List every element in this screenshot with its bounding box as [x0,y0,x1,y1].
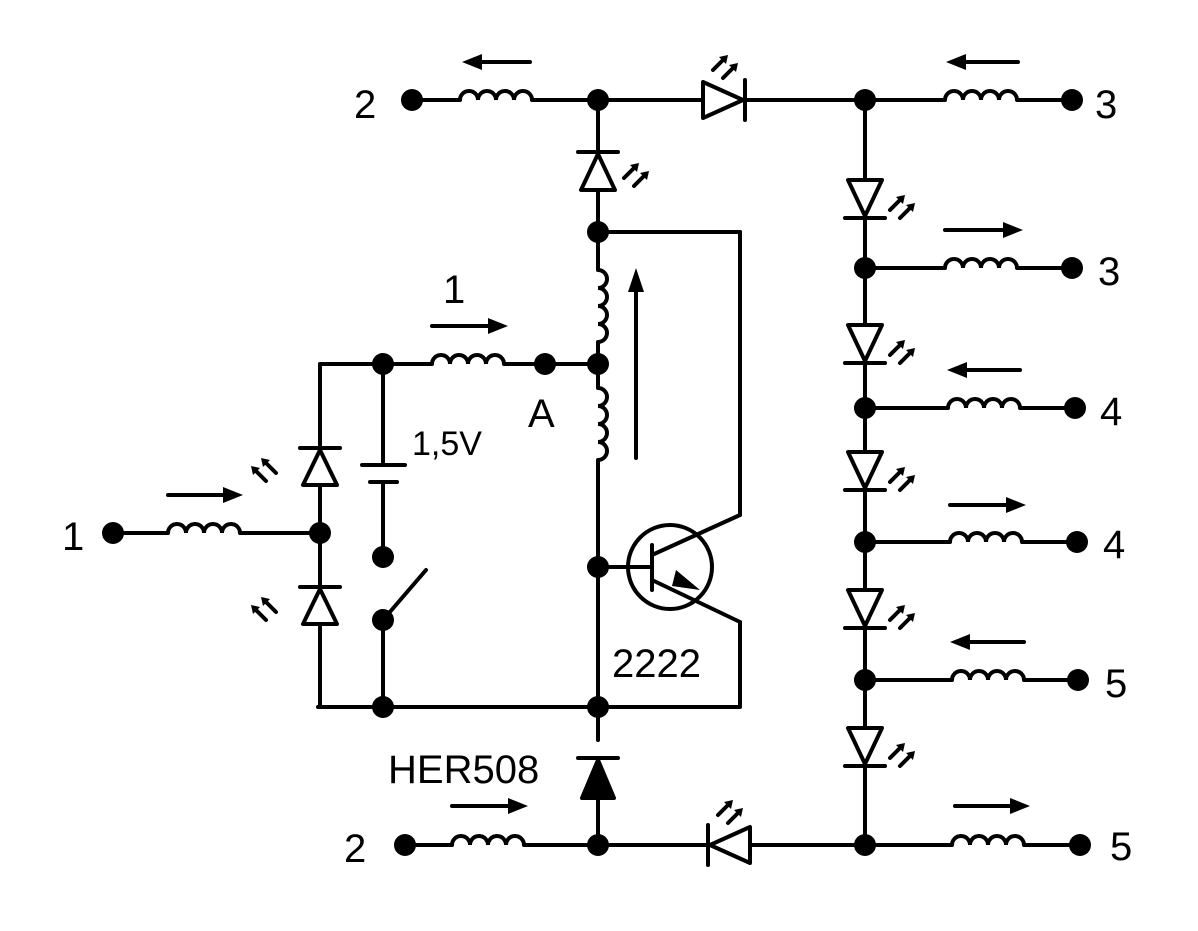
input-section [111,318,600,709]
transformer-lower-winding [596,386,609,462]
arrow-right-icon [1010,798,1030,814]
arrow-left-icon [462,54,482,70]
terminal-dot [1069,834,1091,856]
top-right-coil [943,89,1019,102]
arrow-right-icon [508,798,528,814]
arrow-right-icon [1006,497,1026,513]
led-right-1 [843,178,917,220]
transistor-2222 [596,513,742,707]
arrow-left-icon [950,634,970,650]
winding-label-1: 1 [443,268,465,312]
right-led-string [843,98,1080,847]
top-left-coil [458,89,534,102]
switch [381,568,428,709]
terminal-dot [1067,669,1089,691]
node-label-a: A [528,392,555,436]
tap-4a-coil [946,397,1022,410]
terminal-dot [1066,531,1088,553]
arrow-right-icon [488,318,508,334]
top-rail [410,53,1074,122]
transistor-label: 2222 [612,642,701,686]
tap-4b-coil [948,531,1024,544]
terminal-label-4-second: 4 [1103,523,1125,567]
terminal-dot [102,522,124,544]
bottom-right-coil [950,834,1026,847]
arrow-right-icon [1003,222,1023,238]
led-centre [576,150,651,192]
led-right-5 [843,726,917,768]
terminal-label-2-bottom: 2 [344,827,366,871]
labels: 2 3 3 4 4 5 5 1 2 1 A 1,5V 2222 HER508 [62,83,1132,871]
winding-1-coil [430,353,506,366]
led-left-upper [249,446,342,487]
terminal-dot [394,834,416,856]
bottom-rail [403,798,1082,867]
terminal-label-4-first: 4 [1100,390,1122,434]
terminal-label-5-first: 5 [1105,662,1127,706]
led-bottom [706,798,752,867]
terminal-label-1: 1 [62,515,84,559]
terminal-label-3-second: 3 [1098,250,1120,294]
led-right-2 [843,323,917,365]
junctions [102,89,1091,856]
terminal-dot [1061,89,1083,111]
arrow-left-icon [946,54,966,70]
tap-5a-coil [950,669,1026,682]
terminal-dot [401,89,423,111]
centre-column [576,98,742,847]
led-right-4 [843,588,917,630]
terminal-label-3-top: 3 [1095,83,1117,127]
terminal-dot [1061,257,1083,279]
terminal-label-2-top: 2 [354,83,376,127]
terminal-dot [1064,397,1086,419]
transformer-upper-winding [596,268,609,344]
emitter-arrow-icon [672,570,700,590]
terminal-label-5-second: 5 [1110,825,1132,869]
arrow-left-icon [947,362,967,378]
bottom-left-coil [450,834,526,847]
led-right-3 [843,450,917,492]
battery-voltage-label: 1,5V [412,425,482,463]
led-left-lower [249,585,342,626]
arrow-up-icon [628,268,644,292]
battery [360,362,407,557]
tap-3b-coil [943,257,1019,270]
led-top [701,53,747,122]
rectifier-label: HER508 [388,748,539,792]
input-coil [166,522,242,535]
rectifier-her508 [576,756,620,800]
arrow-right-icon [223,487,243,503]
